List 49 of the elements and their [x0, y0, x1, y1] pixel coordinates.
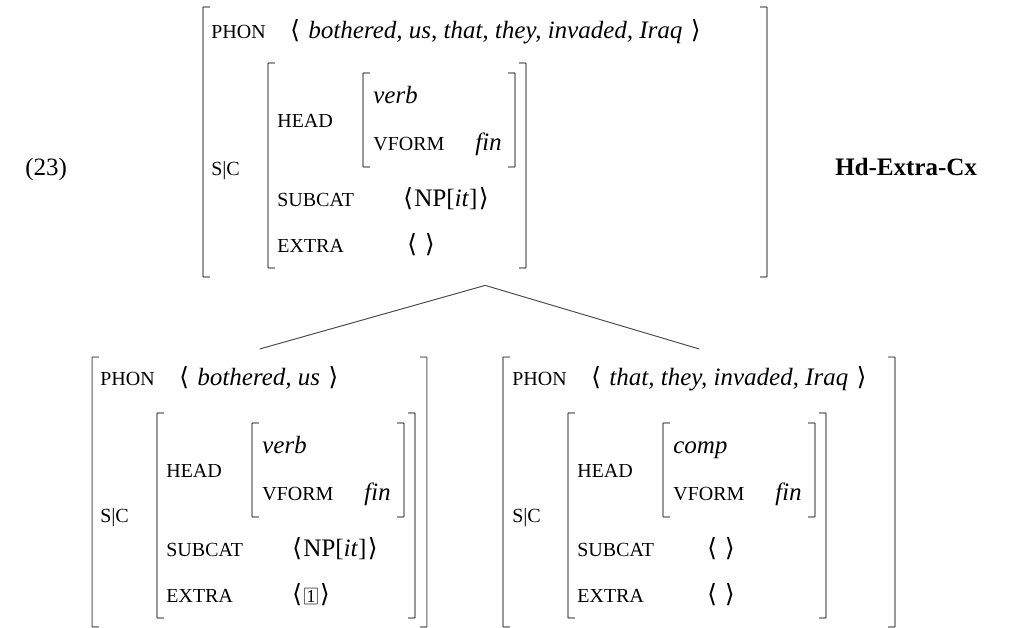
- feature-name: HEAD: [577, 463, 632, 477]
- feature-name: HEAD: [166, 463, 221, 477]
- angle-bracket: ⟨ ⟩: [709, 537, 733, 560]
- feature-value: bothered, us: [198, 367, 320, 389]
- feature-value: fin: [475, 132, 501, 156]
- feature-name: VFORM: [673, 486, 744, 501]
- angle-bracket: ⟨: [405, 187, 411, 210]
- feature-value: verb: [373, 85, 417, 104]
- angle-bracket: ⟨: [593, 366, 599, 389]
- angle-bracket: ⟨ ⟩: [709, 583, 733, 606]
- feature-value: bothered, us, that, they, invaded, Iraq: [309, 20, 682, 44]
- angle-bracket: ⟨: [181, 366, 187, 389]
- example-number: (23): [26, 157, 66, 181]
- angle-bracket: ⟨: [292, 19, 298, 42]
- construction-name: Hd-Extra-Cx: [835, 157, 977, 176]
- angle-bracket: ⟩: [858, 366, 865, 389]
- tree-branch: [484, 285, 700, 350]
- angle-bracket: ⟩: [369, 537, 376, 560]
- feature-name: SUBCAT: [167, 542, 243, 557]
- angle-bracket: ⟩: [692, 19, 699, 42]
- feature-value: NP[it]: [415, 188, 476, 210]
- feature-value: comp: [673, 441, 727, 459]
- feature-name: HEAD: [277, 113, 332, 128]
- feature-value: fin: [364, 482, 390, 506]
- feature-name: EXTRA: [166, 588, 233, 602]
- angle-bracket: ⟨ ⟩: [409, 233, 433, 256]
- tree-branch: [259, 285, 486, 350]
- feature-name: SUBCAT: [578, 542, 654, 557]
- feature-name: EXTRA: [277, 238, 344, 252]
- angle-bracket: ⟩: [480, 187, 487, 210]
- feature-value: that, they, invaded, Iraq: [610, 367, 848, 391]
- feature-value: verb: [262, 435, 306, 454]
- angle-bracket: ⟩: [330, 366, 336, 389]
- tag-box: 1: [304, 587, 318, 605]
- feature-name: SUBCAT: [278, 192, 354, 207]
- feature-name: VFORM: [262, 486, 333, 501]
- feature-name: S|C: [101, 508, 128, 527]
- feature-name: PHON: [512, 371, 567, 386]
- angle-bracket: ⟩: [321, 583, 328, 606]
- feature-name: S|C: [513, 508, 540, 527]
- feature-name: EXTRA: [577, 588, 644, 602]
- feature-name: VFORM: [373, 136, 444, 151]
- angle-bracket: ⟨: [294, 537, 300, 560]
- feature-name: PHON: [211, 24, 266, 39]
- feature-value: fin: [775, 482, 801, 506]
- feature-name: PHON: [100, 371, 155, 386]
- feature-value: NP[it]: [304, 538, 365, 560]
- feature-name: S|C: [212, 161, 239, 180]
- angle-bracket: ⟨: [294, 583, 300, 606]
